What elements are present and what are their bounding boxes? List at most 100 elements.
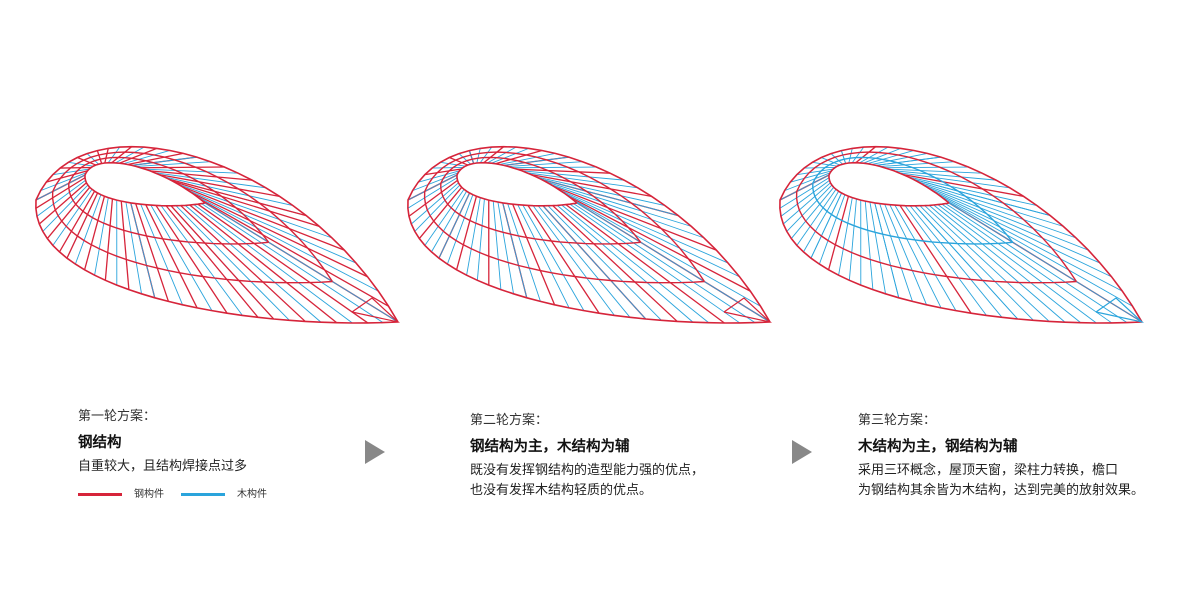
roof-rib	[565, 204, 725, 324]
roof-rib	[568, 195, 751, 292]
roof-rib	[177, 183, 333, 239]
roof-rib	[503, 156, 569, 166]
roof-rib	[476, 198, 485, 281]
roof-rib	[931, 189, 1101, 264]
roof-rib	[407, 174, 458, 201]
roof-rib	[812, 161, 838, 167]
roof-rib	[119, 147, 158, 164]
roof-rib	[909, 205, 1003, 318]
roof-rib	[898, 172, 1010, 189]
roof-rib	[42, 184, 89, 232]
roof-diagram-round-1	[35, 145, 401, 324]
roof-rib	[790, 186, 835, 239]
roof-rib	[184, 205, 322, 323]
roof-rib	[779, 174, 830, 201]
roof-rib	[83, 196, 106, 270]
legend-label-timber: 木构件	[237, 489, 267, 500]
roof-rib	[136, 161, 211, 167]
roof-rib	[123, 150, 170, 165]
roof-rib	[522, 204, 585, 311]
roof-rib	[160, 205, 243, 316]
roof-rib	[145, 204, 198, 309]
roof-rib	[149, 170, 253, 181]
roof-rib	[66, 192, 99, 259]
roof-rib	[479, 146, 493, 164]
roof-rib	[549, 183, 705, 239]
roof-rib	[170, 205, 275, 320]
scheme-title: 钢结构	[78, 435, 122, 451]
roof-rib	[173, 180, 320, 227]
roof-rib	[945, 203, 1128, 323]
legend-label-steel: 钢构件	[134, 489, 164, 500]
roof-rib	[140, 204, 183, 305]
roof-rib	[191, 192, 368, 278]
roof-rib	[919, 205, 1034, 321]
roof-rib	[907, 176, 1038, 207]
roof-rib	[68, 161, 94, 167]
scheme-description: 采用三环概念，屋顶天窗，梁柱力转换，檐口 为钢结构其余皆为木结构，达到完美的放射…	[858, 461, 1188, 501]
roof-rib	[432, 167, 464, 169]
description-line: 也没有发挥木结构轻质的优点。	[470, 483, 653, 498]
roof-rib	[912, 178, 1051, 217]
roof-rib	[46, 170, 88, 183]
eave-outline	[407, 145, 771, 324]
roof-rib	[779, 177, 830, 209]
roof-rib	[531, 173, 652, 197]
roof-diagram-round-2	[407, 145, 773, 324]
roof-rib	[182, 186, 345, 251]
roof-rib	[468, 150, 475, 164]
roof-rib	[411, 182, 459, 225]
roof-rib	[790, 170, 832, 183]
tip-bracing	[351, 297, 401, 324]
roof-rib	[914, 205, 1018, 320]
roof-rib	[492, 201, 502, 290]
roof-rib	[163, 176, 294, 207]
roof-rib	[36, 179, 86, 217]
roof-rib	[130, 202, 156, 298]
roof-rib	[507, 203, 541, 302]
roof-rib	[803, 191, 839, 253]
roof-rib	[830, 153, 843, 165]
description-line: 采用三环概念，屋顶天窗，梁柱力转换，檐口	[858, 463, 1119, 478]
roof-rib	[903, 173, 1024, 197]
roof-rib	[483, 146, 505, 164]
roof-rib	[859, 146, 889, 164]
roof-rib	[904, 205, 987, 316]
roof-rib	[569, 203, 741, 324]
skylight-outline	[84, 161, 206, 207]
roof-rib	[796, 168, 834, 176]
roof-rib	[838, 197, 853, 276]
roof-rib	[491, 147, 529, 164]
roof-rib	[848, 198, 857, 281]
roof-rib	[917, 181, 1064, 227]
panel-2-text: 第二轮方案： 钢结构为主，木结构为辅 既没有发挥钢结构的造型能力强的优点， 也没…	[470, 411, 790, 501]
roof-rib	[780, 179, 830, 217]
eave-outline	[35, 145, 399, 324]
tip-bracing	[723, 297, 773, 324]
eave-outline	[779, 145, 1143, 324]
roof-rib	[786, 184, 833, 232]
roof-rib	[517, 204, 570, 309]
panel-1-text: 第一轮方案： 钢结构 自重较大，且结构焊接点过多	[78, 407, 378, 477]
roof-ring	[795, 151, 1077, 284]
roof-rib	[201, 203, 384, 323]
roof-rib	[875, 156, 941, 166]
tip-bracing	[1095, 297, 1145, 324]
roof-rib	[784, 172, 831, 192]
roof-rib	[840, 150, 847, 164]
roof-rib	[884, 166, 969, 169]
round-label: 第二轮方案：	[470, 413, 549, 428]
roof-rib	[572, 199, 761, 307]
roof-rib	[545, 181, 692, 227]
description-line: 既没有发挥钢结构的造型能力强的优点，	[470, 463, 705, 478]
roof-rib	[120, 201, 130, 290]
roof-rib	[125, 201, 142, 294]
triangle-right-icon	[365, 440, 385, 464]
roof-rib	[783, 182, 831, 225]
roof-rib	[159, 173, 280, 197]
roof-rib	[928, 205, 1066, 323]
scheme-description: 自重较大，且结构焊接点过多	[78, 457, 378, 477]
legend-item-steel: 钢构件	[78, 485, 164, 500]
legend-swatch-steel	[78, 492, 122, 496]
